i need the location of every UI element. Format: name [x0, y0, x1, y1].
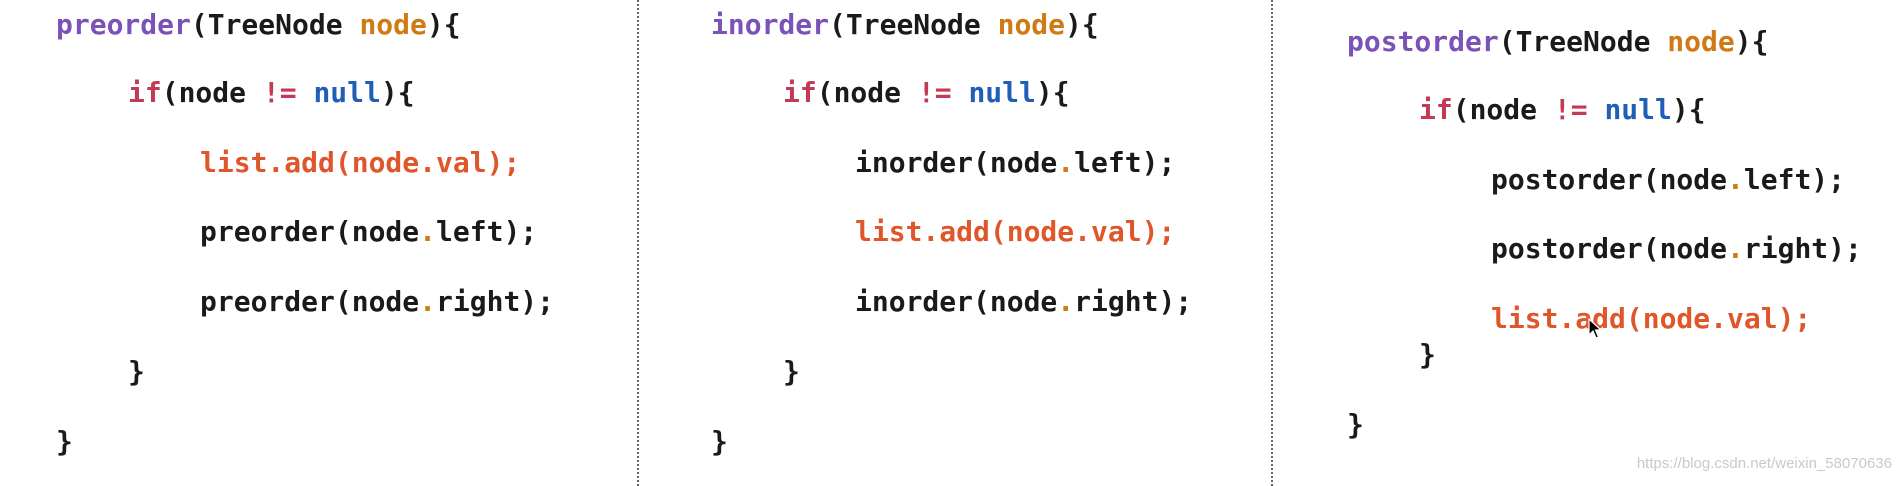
param-name: node: [997, 8, 1066, 41]
postorder-code-panel: postorder(TreeNode node){ if(node != nul…: [1273, 0, 1900, 486]
code-line-close-fn: }: [1347, 408, 1364, 441]
code-line-recurse-right: preorder(node.right);: [200, 285, 555, 318]
code-line-recurse-right: postorder(node.right);: [1491, 232, 1862, 265]
not-equal-operator: !=: [262, 76, 297, 109]
signature-close: ){: [1734, 25, 1769, 58]
function-name: inorder: [711, 8, 830, 41]
null-keyword: null: [1604, 93, 1672, 126]
code-line-list-add: list.add(node.val);: [1491, 302, 1812, 335]
if-condition: (node: [1452, 93, 1554, 126]
signature-type: (TreeNode: [190, 8, 360, 41]
code-line-if: if(node != null){: [783, 76, 1070, 110]
if-condition: (node: [161, 76, 263, 109]
code-line-if: if(node != null){: [128, 76, 415, 110]
signature-close: ){: [1065, 8, 1099, 41]
param-name: node: [1667, 25, 1735, 58]
code-line-list-add: list.add(node.val);: [855, 215, 1176, 248]
watermark-url: https://blog.csdn.net/weixin_58070636: [1636, 455, 1892, 472]
function-name: postorder: [1347, 25, 1499, 58]
signature-close: ){: [426, 8, 461, 41]
mouse-pointer-icon: [1588, 318, 1602, 339]
null-keyword: null: [968, 76, 1036, 109]
code-line-recurse-right: inorder(node.right);: [855, 285, 1193, 318]
not-equal-operator: !=: [917, 76, 952, 109]
null-keyword: null: [313, 76, 381, 109]
code-line-recurse-left: postorder(node.left);: [1491, 163, 1846, 196]
code-line-close-fn: }: [56, 425, 73, 458]
if-keyword: if: [783, 76, 817, 109]
if-keyword: if: [128, 76, 162, 109]
if-keyword: if: [1419, 93, 1453, 126]
code-line-close-if: }: [128, 355, 145, 388]
inorder-code-panel: inorder(TreeNode node){ if(node != null)…: [639, 0, 1271, 486]
if-condition: (node: [816, 76, 918, 109]
param-name: node: [359, 8, 427, 41]
code-line-recurse-left: preorder(node.left);: [200, 215, 538, 248]
code-line-signature: postorder(TreeNode node){: [1347, 25, 1768, 59]
code-line-close-if: }: [783, 355, 800, 388]
code-line-signature: preorder(TreeNode node){: [56, 8, 461, 42]
signature-type: (TreeNode: [829, 8, 998, 41]
panel-divider: [1271, 0, 1273, 486]
code-line-signature: inorder(TreeNode node){: [711, 8, 1099, 42]
if-close: ){: [1035, 76, 1070, 109]
code-line-close-if: }: [1419, 338, 1436, 371]
code-line-close-fn: }: [711, 425, 728, 458]
signature-type: (TreeNode: [1498, 25, 1668, 58]
code-line-list-add: list.add(node.val);: [200, 146, 521, 179]
not-equal-operator: !=: [1553, 93, 1588, 126]
if-close: ){: [380, 76, 415, 109]
preorder-code-panel: preorder(TreeNode node){ if(node != null…: [0, 0, 637, 486]
if-close: ){: [1671, 93, 1706, 126]
function-name: preorder: [56, 8, 191, 41]
code-line-recurse-left: inorder(node.left);: [855, 146, 1176, 179]
code-line-if: if(node != null){: [1419, 93, 1706, 127]
panel-divider: [637, 0, 639, 486]
